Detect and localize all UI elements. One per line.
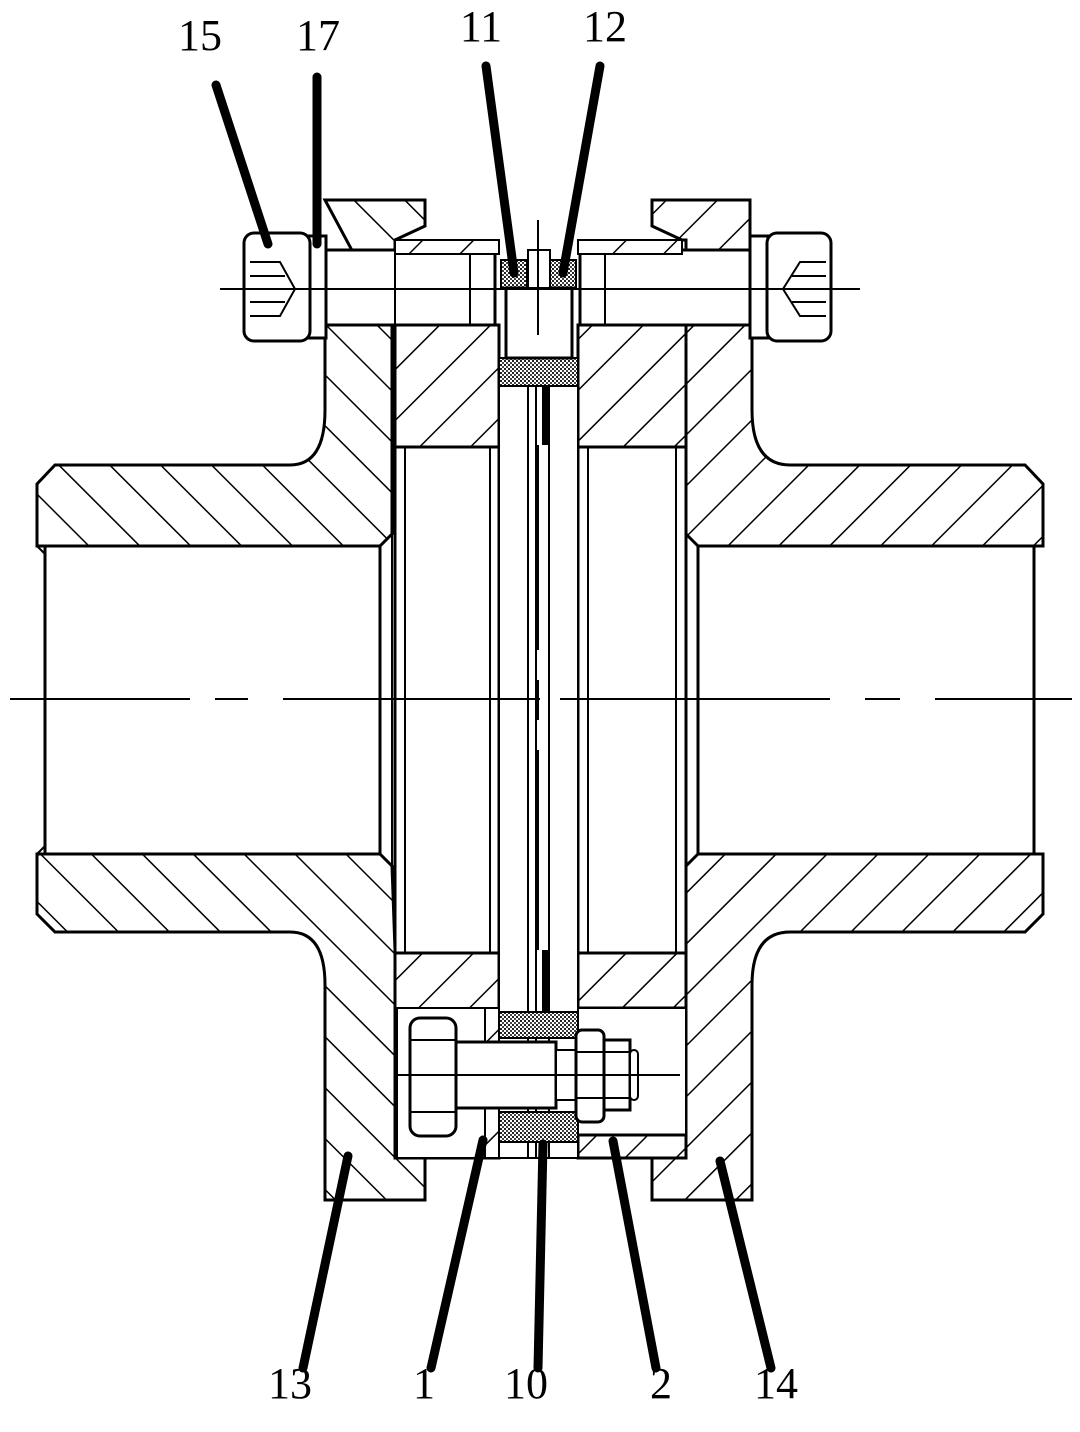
callout-10: 10: [504, 1359, 548, 1408]
leader-1: [426, 1135, 488, 1373]
top-right-screw-15: [577, 231, 833, 343]
leader-2: [608, 1136, 661, 1373]
leader-11: [481, 61, 519, 278]
top-left-screw-15: [242, 231, 500, 343]
leader-10: [533, 1139, 548, 1373]
leader-13: [298, 1151, 353, 1373]
leader-15: [211, 80, 273, 249]
callout-2: 2: [650, 1359, 672, 1408]
callout-11: 11: [459, 2, 503, 51]
callout-14: 14: [754, 1359, 798, 1408]
leader-12: [558, 61, 605, 278]
callout-15: 15: [178, 11, 222, 60]
leader-lines: [211, 61, 776, 1373]
callout-12: 12: [583, 2, 627, 51]
callout-1: 1: [413, 1359, 435, 1408]
leader-14: [715, 1156, 776, 1373]
callout-13: 13: [268, 1359, 312, 1408]
callout-17: 17: [296, 11, 340, 60]
diaphragm-pack-10: [498, 364, 579, 1159]
center-lines: [10, 288, 1072, 1076]
